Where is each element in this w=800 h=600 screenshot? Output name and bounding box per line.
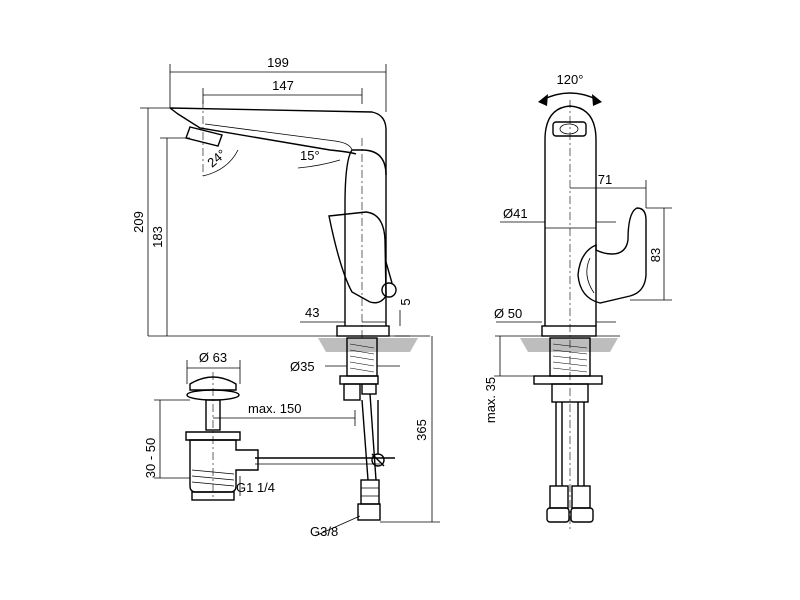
pullrod-knob (381, 282, 397, 298)
side-view-faucet (148, 100, 430, 521)
hose-left (361, 399, 369, 481)
waste-thread (191, 469, 235, 487)
clip-arm (371, 453, 385, 467)
hose-connector (360, 479, 380, 505)
dim-spout-reach: 147 (272, 78, 294, 93)
front-base (541, 325, 597, 337)
nut-block (343, 383, 361, 401)
dimension-lines (140, 64, 672, 537)
spout-inner (204, 123, 353, 151)
rotation-arrow-right (592, 94, 602, 106)
dim-connection-thread: G3/8 (310, 524, 338, 539)
deck-surface (318, 338, 418, 352)
front-deck-surface (520, 338, 618, 352)
dim-spout-height: 183 (150, 226, 165, 248)
aerator (185, 126, 223, 147)
dim-plate-thickness: 5 (398, 298, 413, 305)
front-connector-left (549, 485, 569, 509)
waste-plug (189, 376, 237, 391)
front-shank-hatch (552, 343, 588, 373)
dim-max-deck: max. 35 (483, 377, 498, 423)
dim-adjust-range: 30 - 50 (143, 438, 158, 478)
dim-base-diameter: Ø 50 (494, 306, 522, 321)
dim-shank-diameter: Ø35 (290, 359, 315, 374)
front-aerator-inner (559, 123, 579, 135)
front-connector-right (571, 485, 591, 509)
front-nut (551, 383, 589, 403)
dim-handle-offset: 71 (598, 172, 612, 187)
dim-total-height: 209 (131, 211, 146, 233)
dimension-labels: 199 147 209 183 24° 15° 43 5 Ø35 365 Ø 6… (131, 55, 663, 539)
hose-right (369, 393, 377, 481)
front-fitting-left (546, 507, 570, 523)
front-aerator (552, 121, 587, 137)
dim-handle-height: 83 (648, 248, 663, 262)
waste-flange (185, 431, 241, 441)
dim-base-offset: 43 (305, 305, 319, 320)
dim-outlet-thread: G1 1/4 (236, 480, 275, 495)
hose-fitting-nut (357, 503, 381, 521)
front-body (544, 105, 597, 326)
front-handle-inner (586, 257, 595, 294)
dim-body-diameter: Ø41 (503, 206, 528, 221)
pullrod-stub (385, 261, 393, 284)
dim-installation-length: 365 (414, 419, 429, 441)
handle-lever (328, 211, 387, 304)
hose-connector-rings (361, 487, 379, 497)
rotation-arc (541, 92, 599, 101)
dim-rotation: 120° (557, 72, 584, 87)
front-fitting-right (570, 507, 594, 523)
nut-block-2 (361, 383, 377, 395)
dim-spout-angle: 24° (204, 146, 229, 170)
dim-aerator-angle: 15° (300, 148, 320, 163)
front-handle (577, 207, 647, 304)
faucet-body (344, 149, 387, 326)
shank-hatch (349, 343, 375, 373)
base-plate (336, 325, 390, 337)
front-fixing-plate (533, 375, 603, 385)
dim-pullrod-length: max. 150 (248, 401, 301, 416)
fixing-nut (339, 375, 379, 385)
waste-assembly (185, 372, 259, 501)
dim-waste-head-diameter: Ø 63 (199, 350, 227, 365)
dim-overall-width: 199 (267, 55, 289, 70)
spout (169, 107, 387, 175)
front-view-faucet (495, 92, 647, 530)
rotation-arrow-left (538, 94, 548, 106)
waste-tailpiece (191, 491, 235, 501)
